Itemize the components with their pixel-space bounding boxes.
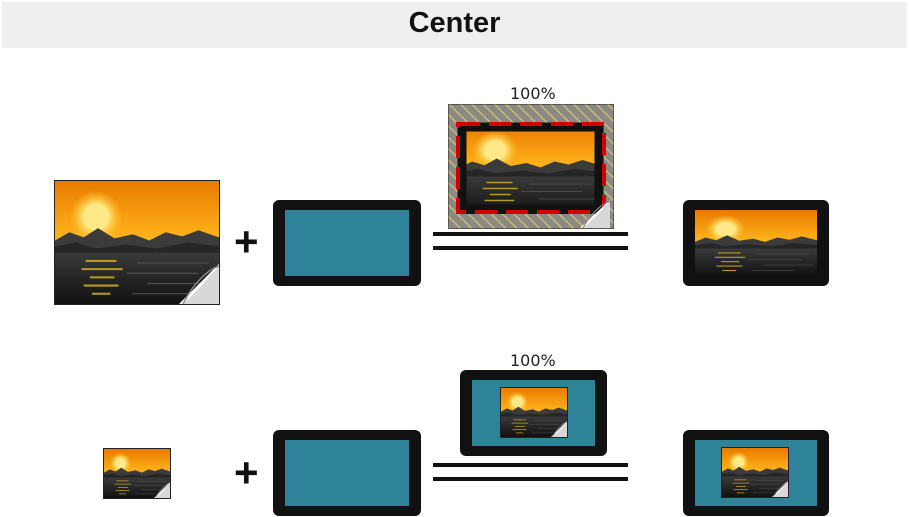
page-title: Center (408, 7, 501, 39)
header-bar: Center (2, 2, 907, 48)
plus-icon: + (234, 449, 259, 496)
equals-icon (433, 246, 628, 250)
cropped-image-icon (448, 104, 614, 229)
result-monitor-row1 (683, 200, 829, 286)
landscape-image-icon (501, 388, 567, 437)
zoom-label-row1: 100% (510, 84, 556, 103)
landscape-image-icon (104, 449, 170, 498)
plus-icon: + (234, 218, 259, 265)
landscape-image-icon (55, 181, 219, 304)
centered-image (500, 387, 568, 438)
zoom-label-row2: 100% (510, 351, 556, 370)
crop-preview-row1 (448, 104, 614, 229)
preview-monitor-row2 (460, 370, 607, 456)
monitor-screen (285, 210, 409, 276)
monitor-screen (285, 440, 409, 506)
source-image-large (54, 180, 220, 305)
equals-icon (433, 232, 628, 236)
result-monitor-row2 (683, 430, 829, 516)
source-image-small (103, 448, 171, 499)
landscape-image-icon (695, 210, 817, 276)
equals-icon (433, 463, 628, 467)
target-monitor-row2 (273, 430, 421, 516)
centered-image (721, 447, 789, 498)
landscape-image-icon (722, 448, 788, 497)
equals-icon (433, 477, 628, 481)
target-monitor-row1 (273, 200, 421, 286)
